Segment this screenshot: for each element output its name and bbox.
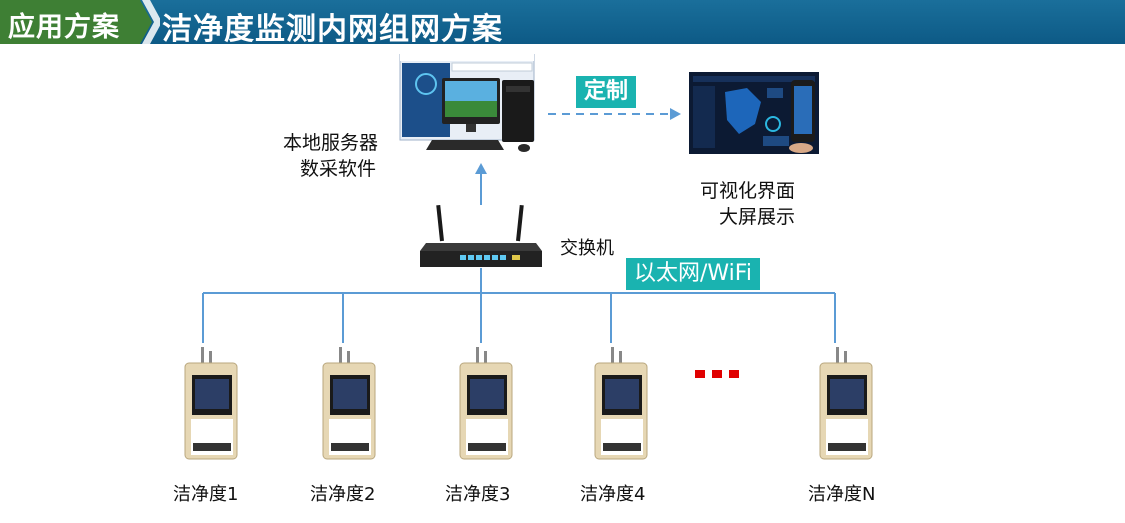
- page-title: 洁净度监测内网组网方案: [162, 12, 503, 47]
- device-label-4: 洁净度4: [580, 484, 646, 505]
- ellipsis-dot-1: [695, 370, 705, 378]
- server-computer-icon: [399, 54, 535, 152]
- device-label-n: 洁净度N: [808, 484, 876, 505]
- right-arrow-icon: [670, 108, 681, 120]
- server-label-line2: 数采软件: [300, 158, 377, 180]
- ellipsis-dot-2: [712, 370, 722, 378]
- device-label-3: 洁净度3: [445, 484, 511, 505]
- ellipsis-dot-3: [729, 370, 739, 378]
- header-banner: [0, 0, 1125, 44]
- server-label-line1: 本地服务器: [283, 132, 379, 154]
- custom-badge: 定制: [576, 76, 637, 108]
- particle-counter-icon-3: [440, 343, 520, 461]
- device-label-2: 洁净度2: [310, 484, 376, 505]
- display-label-line1: 可视化界面: [700, 180, 796, 202]
- particle-counter-icon-1: [165, 343, 245, 461]
- header-tag-shape: [0, 0, 160, 44]
- display-label-line2: 大屏展示: [719, 206, 796, 228]
- switch-router-icon: [420, 205, 542, 267]
- header-tag: 应用方案: [0, 0, 160, 44]
- switch-label: 交换机: [560, 238, 614, 259]
- up-arrow-icon: [475, 163, 487, 174]
- network-badge: 以太网/WiFi: [626, 258, 760, 290]
- particle-counter-icon-n: [800, 343, 880, 461]
- dashboard-screen-icon: [689, 72, 819, 154]
- header-tag-label: 应用方案: [8, 12, 120, 43]
- particle-counter-icon-4: [575, 343, 655, 461]
- particle-counter-icon-2: [303, 343, 383, 461]
- device-label-1: 洁净度1: [173, 484, 239, 505]
